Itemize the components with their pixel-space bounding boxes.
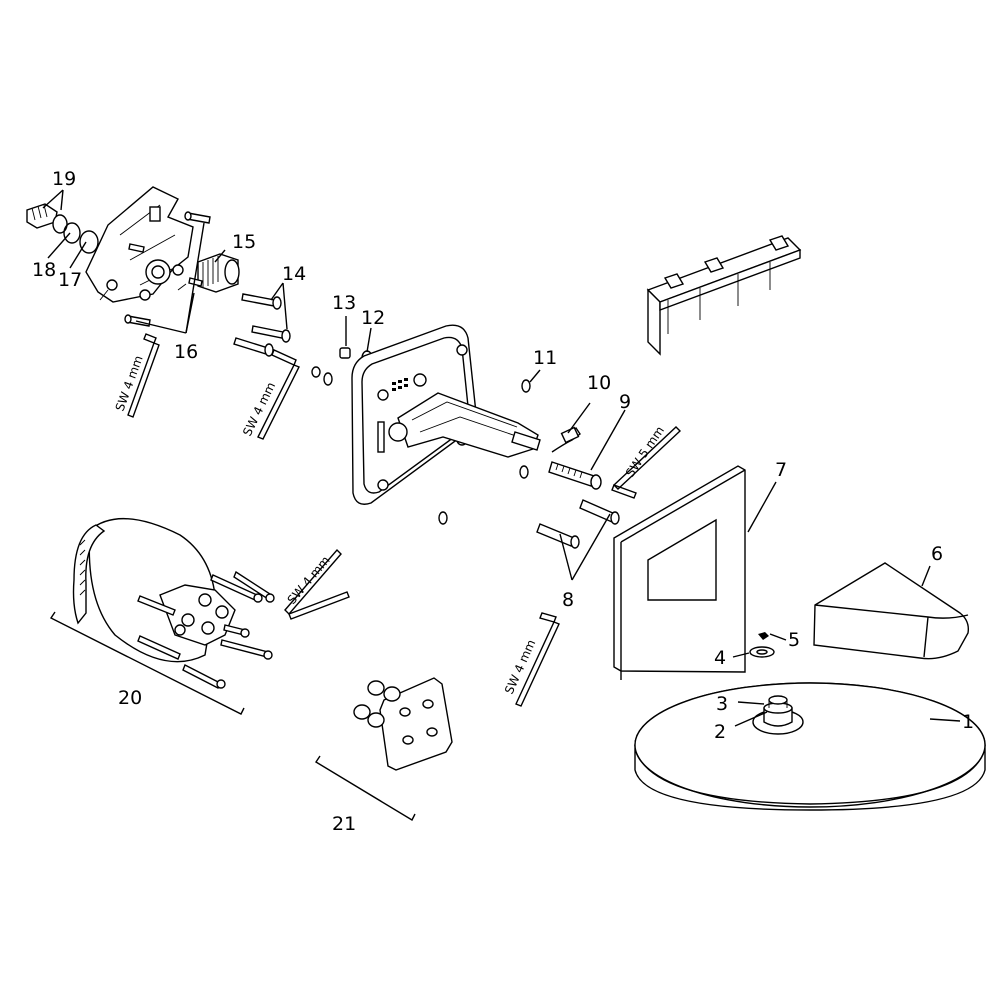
callout-17: 17 xyxy=(58,269,82,291)
screw-part xyxy=(579,499,620,525)
o-ring-part xyxy=(79,230,99,254)
callout-3: 3 xyxy=(716,693,728,715)
callout-15: 15 xyxy=(232,231,256,253)
template-plate-part xyxy=(379,677,453,771)
cartridge-part xyxy=(197,253,240,293)
callout-numbers: 1 2 3 4 5 6 7 8 9 10 11 12 13 14 15 16 1… xyxy=(32,168,974,835)
shower-head-part xyxy=(634,682,986,811)
rail-bracket-part xyxy=(646,235,802,356)
hex-key-symbol: SW 4 mm xyxy=(113,333,160,418)
connector-part xyxy=(752,695,804,735)
o-ring-part xyxy=(63,222,81,244)
leader-lines xyxy=(42,189,961,727)
screw-part xyxy=(184,211,211,224)
tool-label-sw5: SW 5 mm xyxy=(623,424,667,480)
callout-9: 9 xyxy=(619,391,631,413)
screw-part xyxy=(124,314,151,327)
hex-key-symbol: SW 4 mm xyxy=(284,548,350,620)
inlet-nipple-part xyxy=(26,203,68,234)
callout-16: 16 xyxy=(174,341,198,363)
hex-key-symbol: SW 4 mm xyxy=(502,612,560,707)
callout-4: 4 xyxy=(714,647,726,669)
nipple-part xyxy=(339,347,351,359)
callout-14: 14 xyxy=(282,263,306,285)
screw-part xyxy=(233,337,274,357)
screw-part xyxy=(548,461,602,490)
hex-key-symbol: SW 4 mm xyxy=(240,349,300,440)
o-ring-part xyxy=(311,366,321,378)
tool-label-sw4-a: SW 4 mm xyxy=(113,354,146,413)
screw-part xyxy=(536,523,580,549)
callout-7: 7 xyxy=(775,459,787,481)
callout-13: 13 xyxy=(332,292,356,314)
group-bracket-20 xyxy=(49,611,245,715)
callout-5: 5 xyxy=(788,629,800,651)
screw-part xyxy=(251,325,291,343)
callout-2: 2 xyxy=(714,721,726,743)
tool-label-sw4-c: SW 4 mm xyxy=(285,553,333,607)
callout-10: 10 xyxy=(587,372,611,394)
screw-part xyxy=(241,293,282,310)
callout-19: 19 xyxy=(52,168,76,190)
callout-12: 12 xyxy=(361,307,385,329)
spring-clip-part xyxy=(551,426,581,453)
hex-key-symbol: SW 5 mm xyxy=(611,424,682,499)
o-ring-part xyxy=(438,511,448,525)
rough-in-body-part xyxy=(72,517,275,689)
plug-part xyxy=(353,680,401,728)
grub-screw-part xyxy=(758,632,769,640)
valve-body-part xyxy=(85,186,194,303)
wedge-cover-part xyxy=(813,562,970,660)
callout-20: 20 xyxy=(118,687,142,709)
group-bracket-21 xyxy=(315,755,416,821)
callout-18: 18 xyxy=(32,259,56,281)
callout-6: 6 xyxy=(931,543,943,565)
o-ring-part xyxy=(323,372,333,386)
screw-part xyxy=(188,277,203,287)
washer-part xyxy=(749,646,775,658)
o-ring-part xyxy=(519,465,529,479)
callout-11: 11 xyxy=(533,347,557,369)
callout-1: 1 xyxy=(962,711,974,733)
cover-plate-part xyxy=(613,465,746,680)
screw-part xyxy=(128,243,145,253)
callout-21: 21 xyxy=(332,813,356,835)
o-ring-part xyxy=(521,379,531,393)
shower-arm-part xyxy=(388,392,541,458)
callout-8: 8 xyxy=(562,589,574,611)
